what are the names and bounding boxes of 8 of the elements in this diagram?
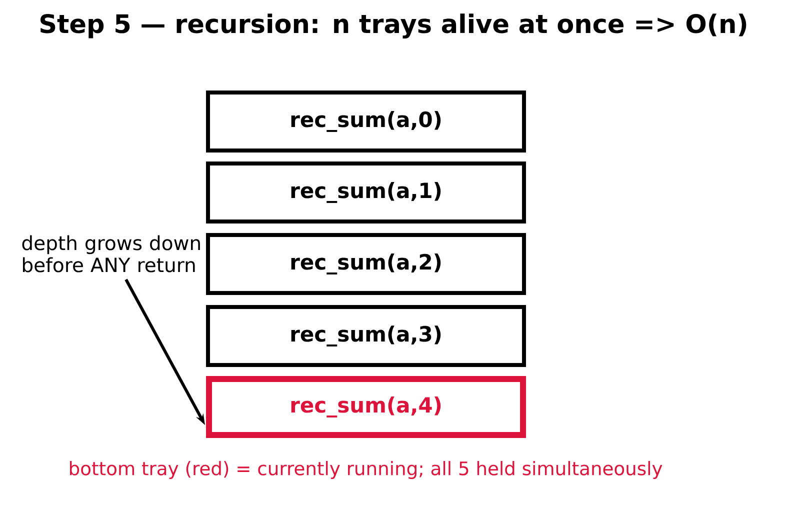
stack-frame-box: rec_sum(a,1) (206, 162, 526, 224)
stack-frame-box: rec_sum(a,3) (206, 305, 526, 367)
annotation-text: depth grows down before ANY return (22, 235, 200, 272)
title: Step 5 — recursion: n trays alive at once => O(n) (40, 14, 746, 38)
stack-frame-box: rec_sum(a,0) (206, 90, 526, 152)
stack-frame-box: rec_sum(a,2) (206, 233, 526, 295)
caption: bottom tray (red) = currently running; all 5 held simultaneously (70, 461, 662, 479)
stack-frame-box: rec_sum(a,4) (206, 376, 526, 438)
